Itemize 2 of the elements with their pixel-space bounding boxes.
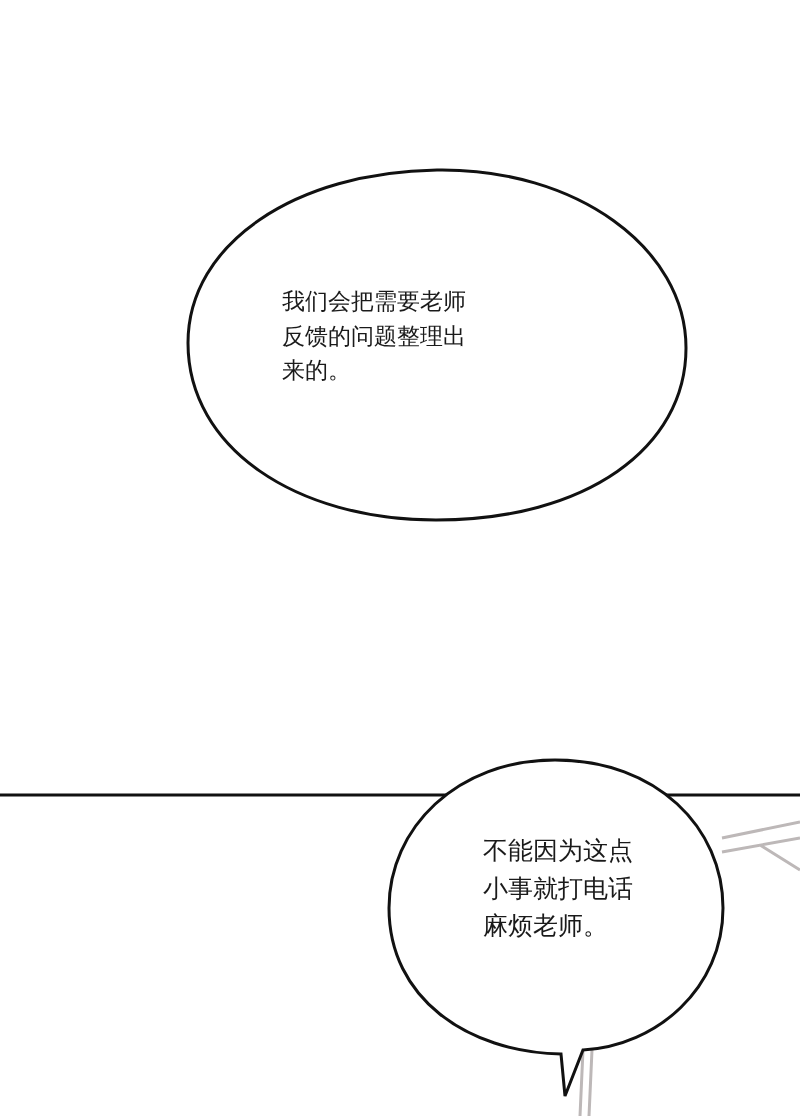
speech-text: 我们会把需要老师反馈的问题整理出来的。 (282, 287, 467, 385)
speech-text: 不能因为这点小事就打电话麻烦老师。 (483, 835, 634, 942)
